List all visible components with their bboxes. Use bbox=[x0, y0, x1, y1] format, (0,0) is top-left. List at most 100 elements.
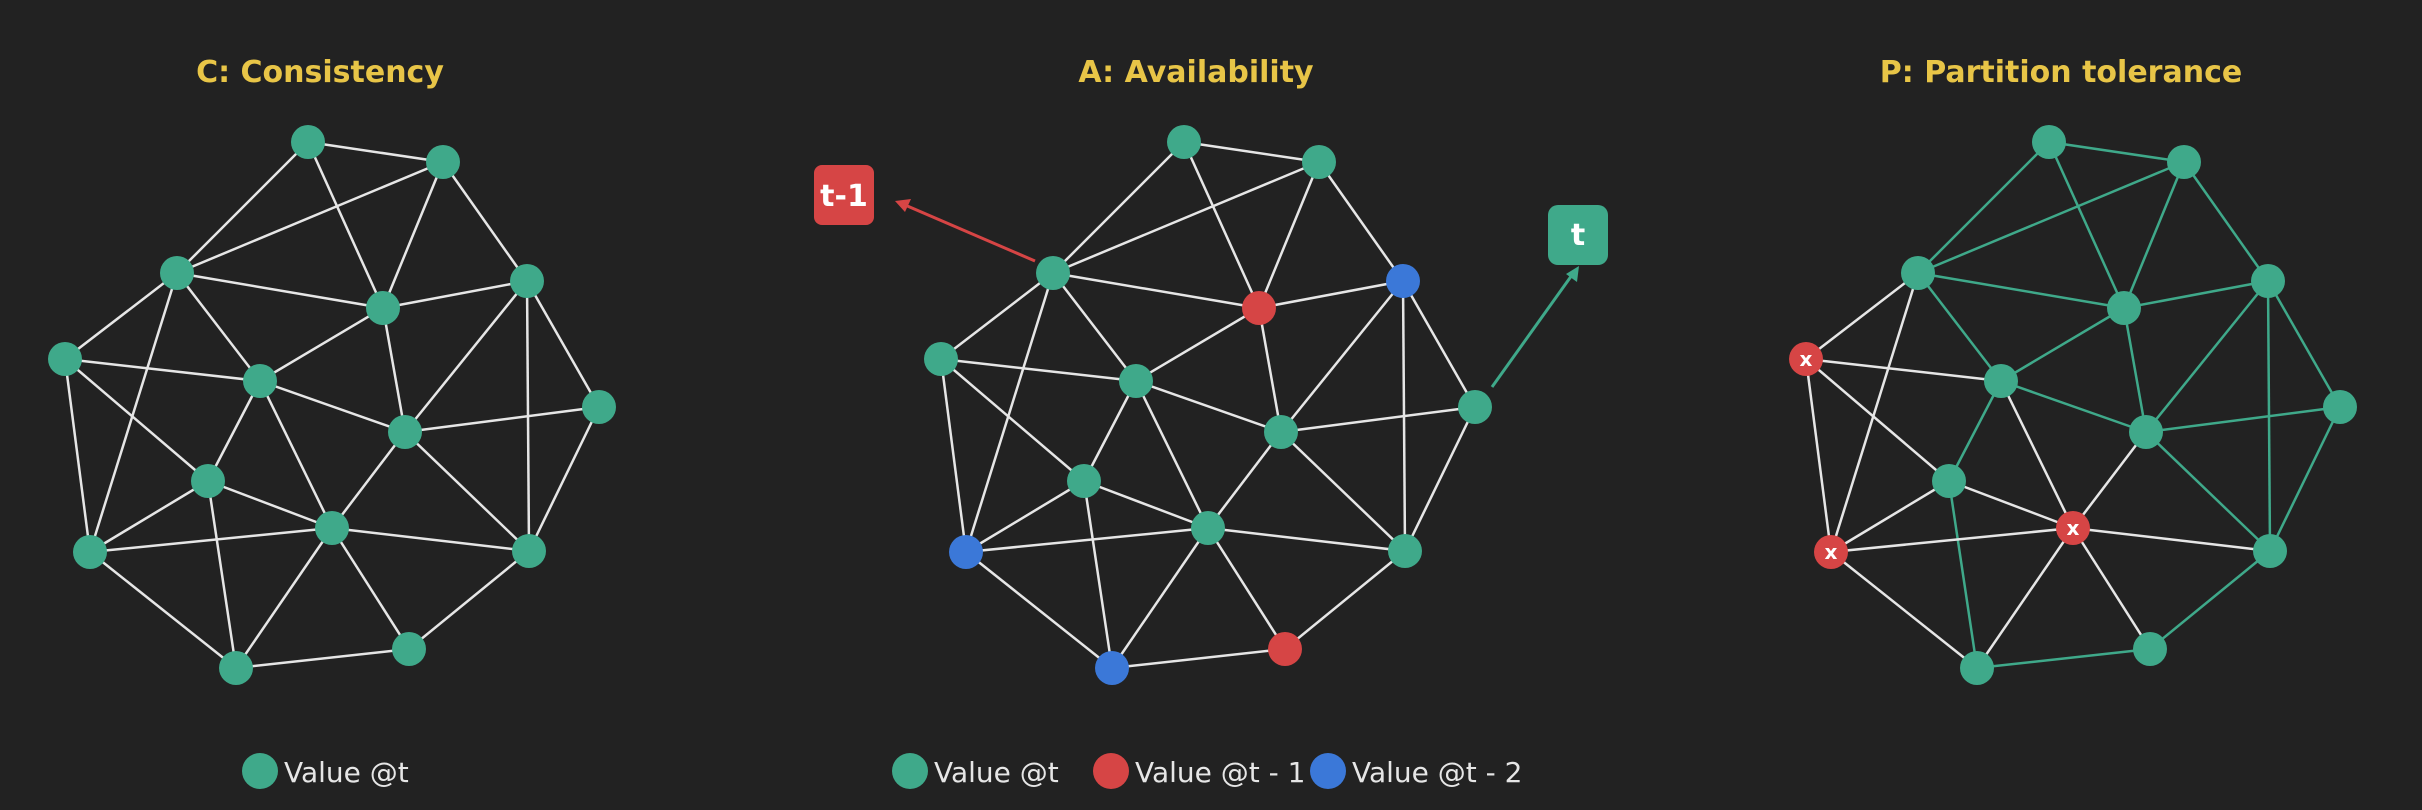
graph-edge bbox=[259, 306, 384, 383]
node-value-t bbox=[1191, 511, 1225, 545]
node-value-t bbox=[1264, 415, 1298, 449]
graph-node bbox=[512, 534, 546, 568]
graph-edge bbox=[1052, 271, 1260, 310]
healthy-node bbox=[2129, 415, 2163, 449]
arrow-to-new-value bbox=[1490, 266, 1579, 388]
graph-edge bbox=[89, 526, 333, 554]
graph-edge bbox=[1805, 357, 2002, 383]
graph-edge bbox=[1207, 431, 1282, 529]
graph-edge bbox=[64, 358, 209, 482]
graph-edge bbox=[1830, 479, 1950, 554]
graph-node bbox=[510, 264, 544, 298]
graph-edge bbox=[381, 161, 445, 309]
consistency-legend: Value @t bbox=[242, 753, 409, 789]
legend-value-t-minus-1-swatch bbox=[1093, 753, 1129, 789]
graph-node bbox=[388, 415, 422, 449]
graph-node bbox=[315, 511, 349, 545]
graph-edge bbox=[2182, 161, 2270, 282]
graph-edge bbox=[306, 141, 385, 309]
graph-edge bbox=[1917, 160, 2185, 275]
legend-value-t-swatch bbox=[242, 753, 278, 789]
node-value-t-minus-2 bbox=[1386, 264, 1420, 298]
old-value-badge: t-1 bbox=[814, 165, 874, 225]
graph-edge bbox=[2048, 140, 2185, 164]
legend-value-t-minus-2-swatch bbox=[1310, 753, 1346, 789]
graph-node bbox=[219, 651, 253, 685]
graph-edge bbox=[1830, 526, 2074, 554]
graph-edge bbox=[1257, 307, 1283, 433]
graph-edge bbox=[1317, 161, 1405, 282]
graph-edge bbox=[2071, 527, 2152, 650]
graph-node bbox=[291, 125, 325, 159]
legend-value-t-label: Value @t bbox=[284, 756, 409, 789]
graph-edge bbox=[1135, 306, 1260, 383]
graph-edge bbox=[2072, 431, 2147, 529]
graph-edge bbox=[64, 272, 178, 360]
graph-edge bbox=[2047, 141, 2126, 309]
graph-edge bbox=[1083, 479, 1209, 530]
node-value-t bbox=[1067, 464, 1101, 498]
graph-edge bbox=[404, 431, 530, 552]
graph-edge bbox=[1082, 380, 1138, 482]
graph-edge bbox=[207, 479, 333, 530]
graph-edge bbox=[1052, 141, 1185, 274]
new-value-badge: t bbox=[1548, 205, 1608, 265]
graph-edge bbox=[2149, 550, 2271, 650]
healthy-node bbox=[1901, 256, 1935, 290]
graph-edge bbox=[176, 160, 444, 275]
graph-node bbox=[48, 342, 82, 376]
availability-legend: Value @t Value @t - 1 Value @t - 2 bbox=[892, 753, 1523, 789]
node-value-t bbox=[1036, 256, 1070, 290]
arrow-to-old-value bbox=[895, 199, 1036, 263]
failed-node-mark: x bbox=[1825, 540, 1838, 564]
graph-node bbox=[243, 364, 277, 398]
graph-edge bbox=[2268, 406, 2342, 552]
graph-edge bbox=[2145, 280, 2269, 433]
graph-edge bbox=[1284, 550, 1406, 650]
new-value-badge-label: t bbox=[1571, 218, 1585, 253]
consistency-graph bbox=[48, 125, 616, 685]
graph-edge bbox=[1258, 279, 1404, 310]
graph-edge bbox=[1999, 380, 2075, 529]
graph-edge bbox=[1206, 527, 1287, 650]
graph-edge bbox=[1052, 272, 1137, 382]
graph-edge bbox=[331, 526, 530, 553]
graph-edge bbox=[307, 140, 444, 164]
healthy-node bbox=[1960, 651, 1994, 685]
graph-edge bbox=[1947, 480, 1979, 669]
graph-edge bbox=[176, 271, 384, 310]
healthy-node bbox=[2032, 125, 2066, 159]
graph-edge bbox=[206, 380, 262, 482]
node-value-t-minus-1 bbox=[1242, 291, 1276, 325]
graph-edge bbox=[1917, 141, 2050, 274]
node-value-t-minus-2 bbox=[949, 535, 983, 569]
graph-edge bbox=[1829, 272, 1920, 553]
graph-edge bbox=[1052, 160, 1320, 275]
node-value-t bbox=[924, 342, 958, 376]
graph-edge bbox=[63, 358, 92, 553]
graph-edge bbox=[1207, 526, 1406, 553]
availability-title: A: Availability bbox=[1078, 55, 1314, 90]
graph-edge bbox=[525, 280, 601, 408]
graph-edge bbox=[2122, 307, 2148, 433]
graph-edge bbox=[527, 406, 601, 552]
node-value-t bbox=[1167, 125, 1201, 159]
graph-edge bbox=[1830, 551, 1978, 669]
graph-edge bbox=[1975, 527, 2075, 669]
graph-edge bbox=[408, 550, 530, 650]
graph-edge bbox=[1401, 280, 1477, 408]
healthy-node bbox=[2323, 390, 2357, 424]
graph-node bbox=[191, 464, 225, 498]
graph-edge bbox=[89, 479, 209, 554]
graph-edge bbox=[381, 307, 407, 433]
graph-node bbox=[73, 535, 107, 569]
graph-edge bbox=[2145, 431, 2271, 552]
graph-edge bbox=[1948, 479, 2074, 530]
graph-edge bbox=[1135, 379, 1282, 434]
node-value-t bbox=[1388, 534, 1422, 568]
healthy-node bbox=[2107, 291, 2141, 325]
graph-edge bbox=[1111, 647, 1286, 670]
graph-edge bbox=[89, 551, 237, 669]
graph-edge bbox=[965, 479, 1085, 554]
legend-value-t-swatch bbox=[892, 753, 928, 789]
